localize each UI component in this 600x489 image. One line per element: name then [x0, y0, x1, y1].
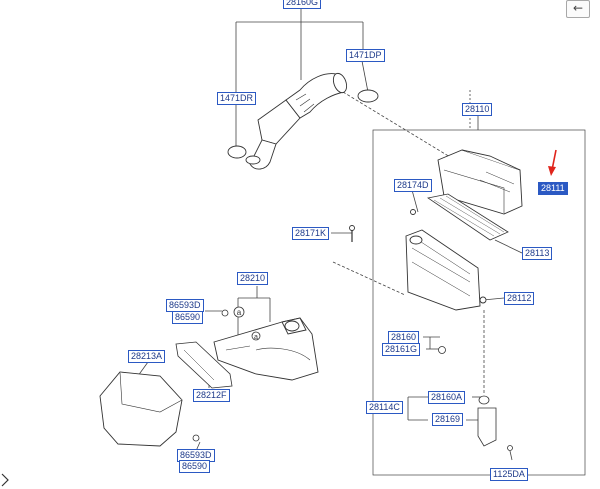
label-28113[interactable]: 28113: [522, 247, 553, 260]
label-28114C[interactable]: 28114C: [366, 401, 403, 414]
callout-a-1: a: [237, 308, 242, 317]
label-1125DA[interactable]: 1125DA: [490, 468, 528, 481]
callout-a-2: a: [254, 334, 258, 341]
label-28160A[interactable]: 28160A: [428, 391, 466, 404]
label-28110[interactable]: 28110: [462, 103, 493, 116]
label-86590-lower[interactable]: 86590: [179, 460, 211, 473]
label-86590-upper[interactable]: 86590: [172, 311, 204, 324]
label-1471DP[interactable]: 1471DP: [346, 49, 385, 62]
label-28212F[interactable]: 28212F: [193, 389, 230, 402]
back-button[interactable]: ←: [566, 0, 590, 18]
label-28161G[interactable]: 28161G: [382, 343, 421, 356]
label-28169[interactable]: 28169: [432, 413, 464, 426]
label-28160G[interactable]: 28160G: [283, 0, 322, 9]
label-28210[interactable]: 28210: [237, 272, 269, 285]
label-28171K[interactable]: 28171K: [292, 227, 330, 240]
red-arrow-icon: [548, 149, 557, 176]
label-28213A[interactable]: 28213A: [128, 350, 166, 363]
label-28112[interactable]: 28112: [504, 292, 535, 305]
corner-chevron-icon: [1, 473, 9, 487]
label-1471DR[interactable]: 1471DR: [217, 92, 257, 105]
label-28174D[interactable]: 28174D: [394, 179, 432, 192]
label-28111[interactable]: 28111: [538, 182, 568, 195]
arrow-left-icon: ←: [572, 1, 584, 15]
